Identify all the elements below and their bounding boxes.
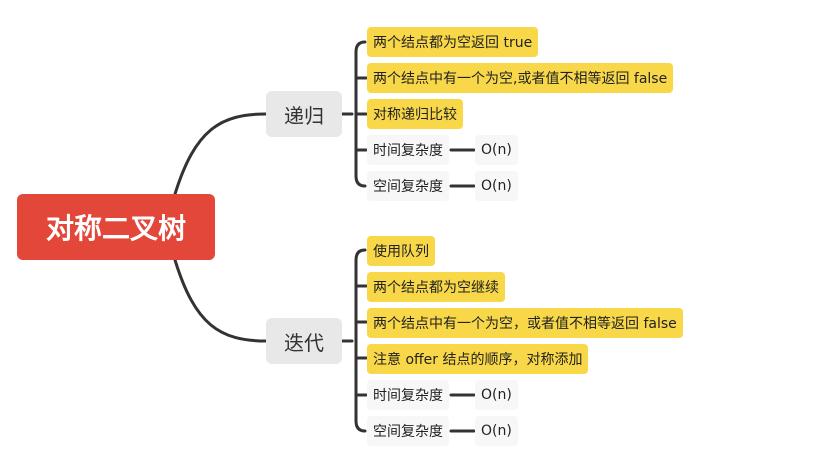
branch-recursion[interactable]: 递归 — [266, 91, 342, 137]
iteration-leaf[interactable]: 使用队列 — [367, 236, 435, 266]
root-to-recursion-line — [173, 112, 268, 196]
branch-iteration[interactable]: 迭代 — [266, 318, 342, 364]
recursion-time-value[interactable]: O(n) — [475, 135, 518, 165]
iteration-bracket-line — [339, 248, 367, 433]
recursion-leaf[interactable]: 两个结点都为空返回 true — [367, 27, 539, 57]
recursion-space-complexity[interactable]: 空间复杂度 — [367, 171, 449, 201]
recursion-leaf[interactable]: 对称递归比较 — [367, 99, 463, 129]
iteration-space-complexity[interactable]: 空间复杂度 — [367, 416, 449, 446]
root-node[interactable]: 对称二叉树 — [17, 194, 215, 260]
recursion-time-complexity[interactable]: 时间复杂度 — [367, 135, 449, 165]
iteration-space-value[interactable]: O(n) — [475, 416, 518, 446]
recursion-leaf[interactable]: 两个结点中有一个为空,或者值不相等返回 false — [367, 63, 674, 93]
iteration-leaf[interactable]: 两个结点中有一个为空，或者值不相等返回 false — [367, 308, 683, 338]
iteration-leaf[interactable]: 两个结点都为空继续 — [367, 272, 505, 302]
recursion-space-value[interactable]: O(n) — [475, 171, 518, 201]
iteration-leaf[interactable]: 注意 offer 结点的顺序，对称添加 — [367, 344, 589, 374]
iteration-time-complexity[interactable]: 时间复杂度 — [367, 380, 449, 410]
iteration-time-value[interactable]: O(n) — [475, 380, 518, 410]
root-to-iteration-line — [173, 258, 268, 343]
